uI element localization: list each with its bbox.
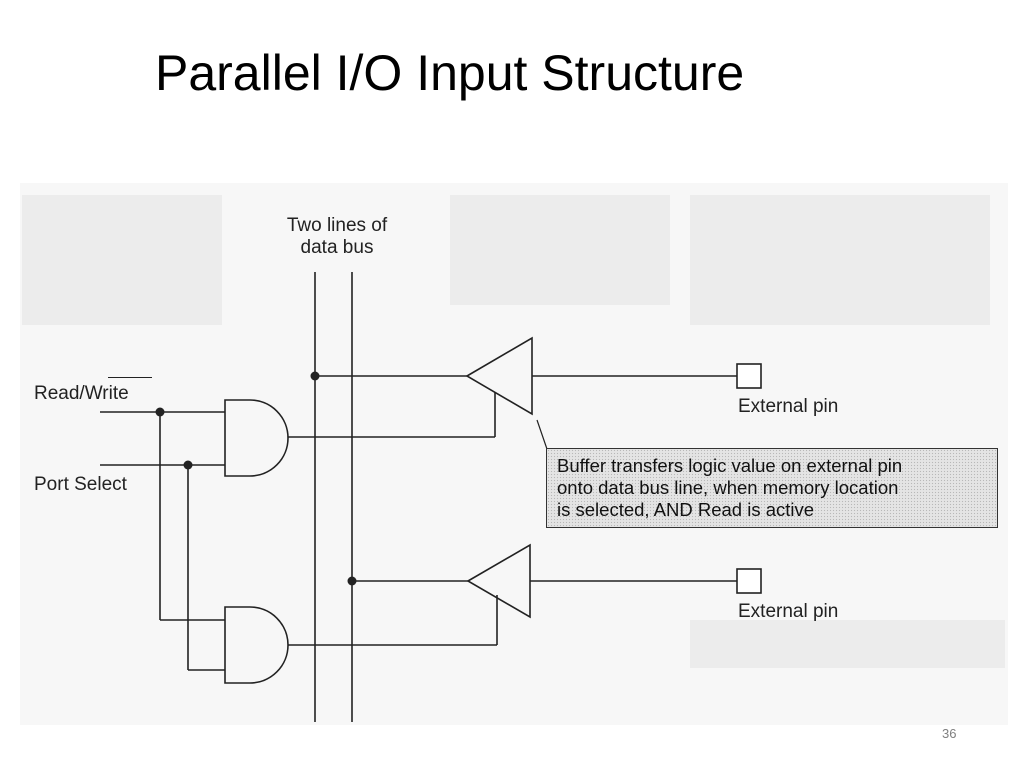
and-gate-bottom [224, 606, 289, 684]
external-pin-top [736, 363, 762, 389]
external-pin-label-bottom: External pin [738, 601, 839, 622]
callout-leader [536, 419, 549, 453]
external-pin-label-top: External pin [738, 396, 839, 417]
junction-dot [310, 371, 320, 381]
data-bus-label-line1: Two lines of [286, 215, 388, 236]
read-write-label: Read/Write [34, 383, 129, 404]
and-gate-top [224, 399, 289, 477]
slide-title: Parallel I/O Input Structure [155, 45, 745, 101]
buffer-callout-box: Buffer transfers logic value on external… [546, 448, 998, 528]
tristate-buffer-bottom [466, 543, 531, 619]
junction-dot [155, 407, 165, 417]
data-bus-label-line2: data bus [300, 236, 374, 258]
junction-dot [183, 460, 193, 470]
scan-ghost-block [690, 620, 1005, 668]
callout-line1: Buffer transfers logic value on external… [557, 455, 903, 476]
page-number: 36 [942, 726, 957, 741]
scan-ghost-block [450, 195, 670, 305]
scan-ghost-block [690, 195, 990, 325]
callout-line3: is selected, AND Read is active [557, 498, 815, 520]
port-select-label: Port Select [34, 474, 127, 495]
external-pin-bottom [736, 568, 762, 594]
junction-dot [347, 576, 357, 586]
data-bus-label: Two lines of data bus [272, 215, 402, 259]
write-active-low-overbar [108, 377, 152, 378]
tristate-buffer-top [465, 336, 533, 416]
callout-line2: onto data bus line, when memory location [557, 476, 899, 498]
scan-ghost-block [22, 195, 222, 325]
